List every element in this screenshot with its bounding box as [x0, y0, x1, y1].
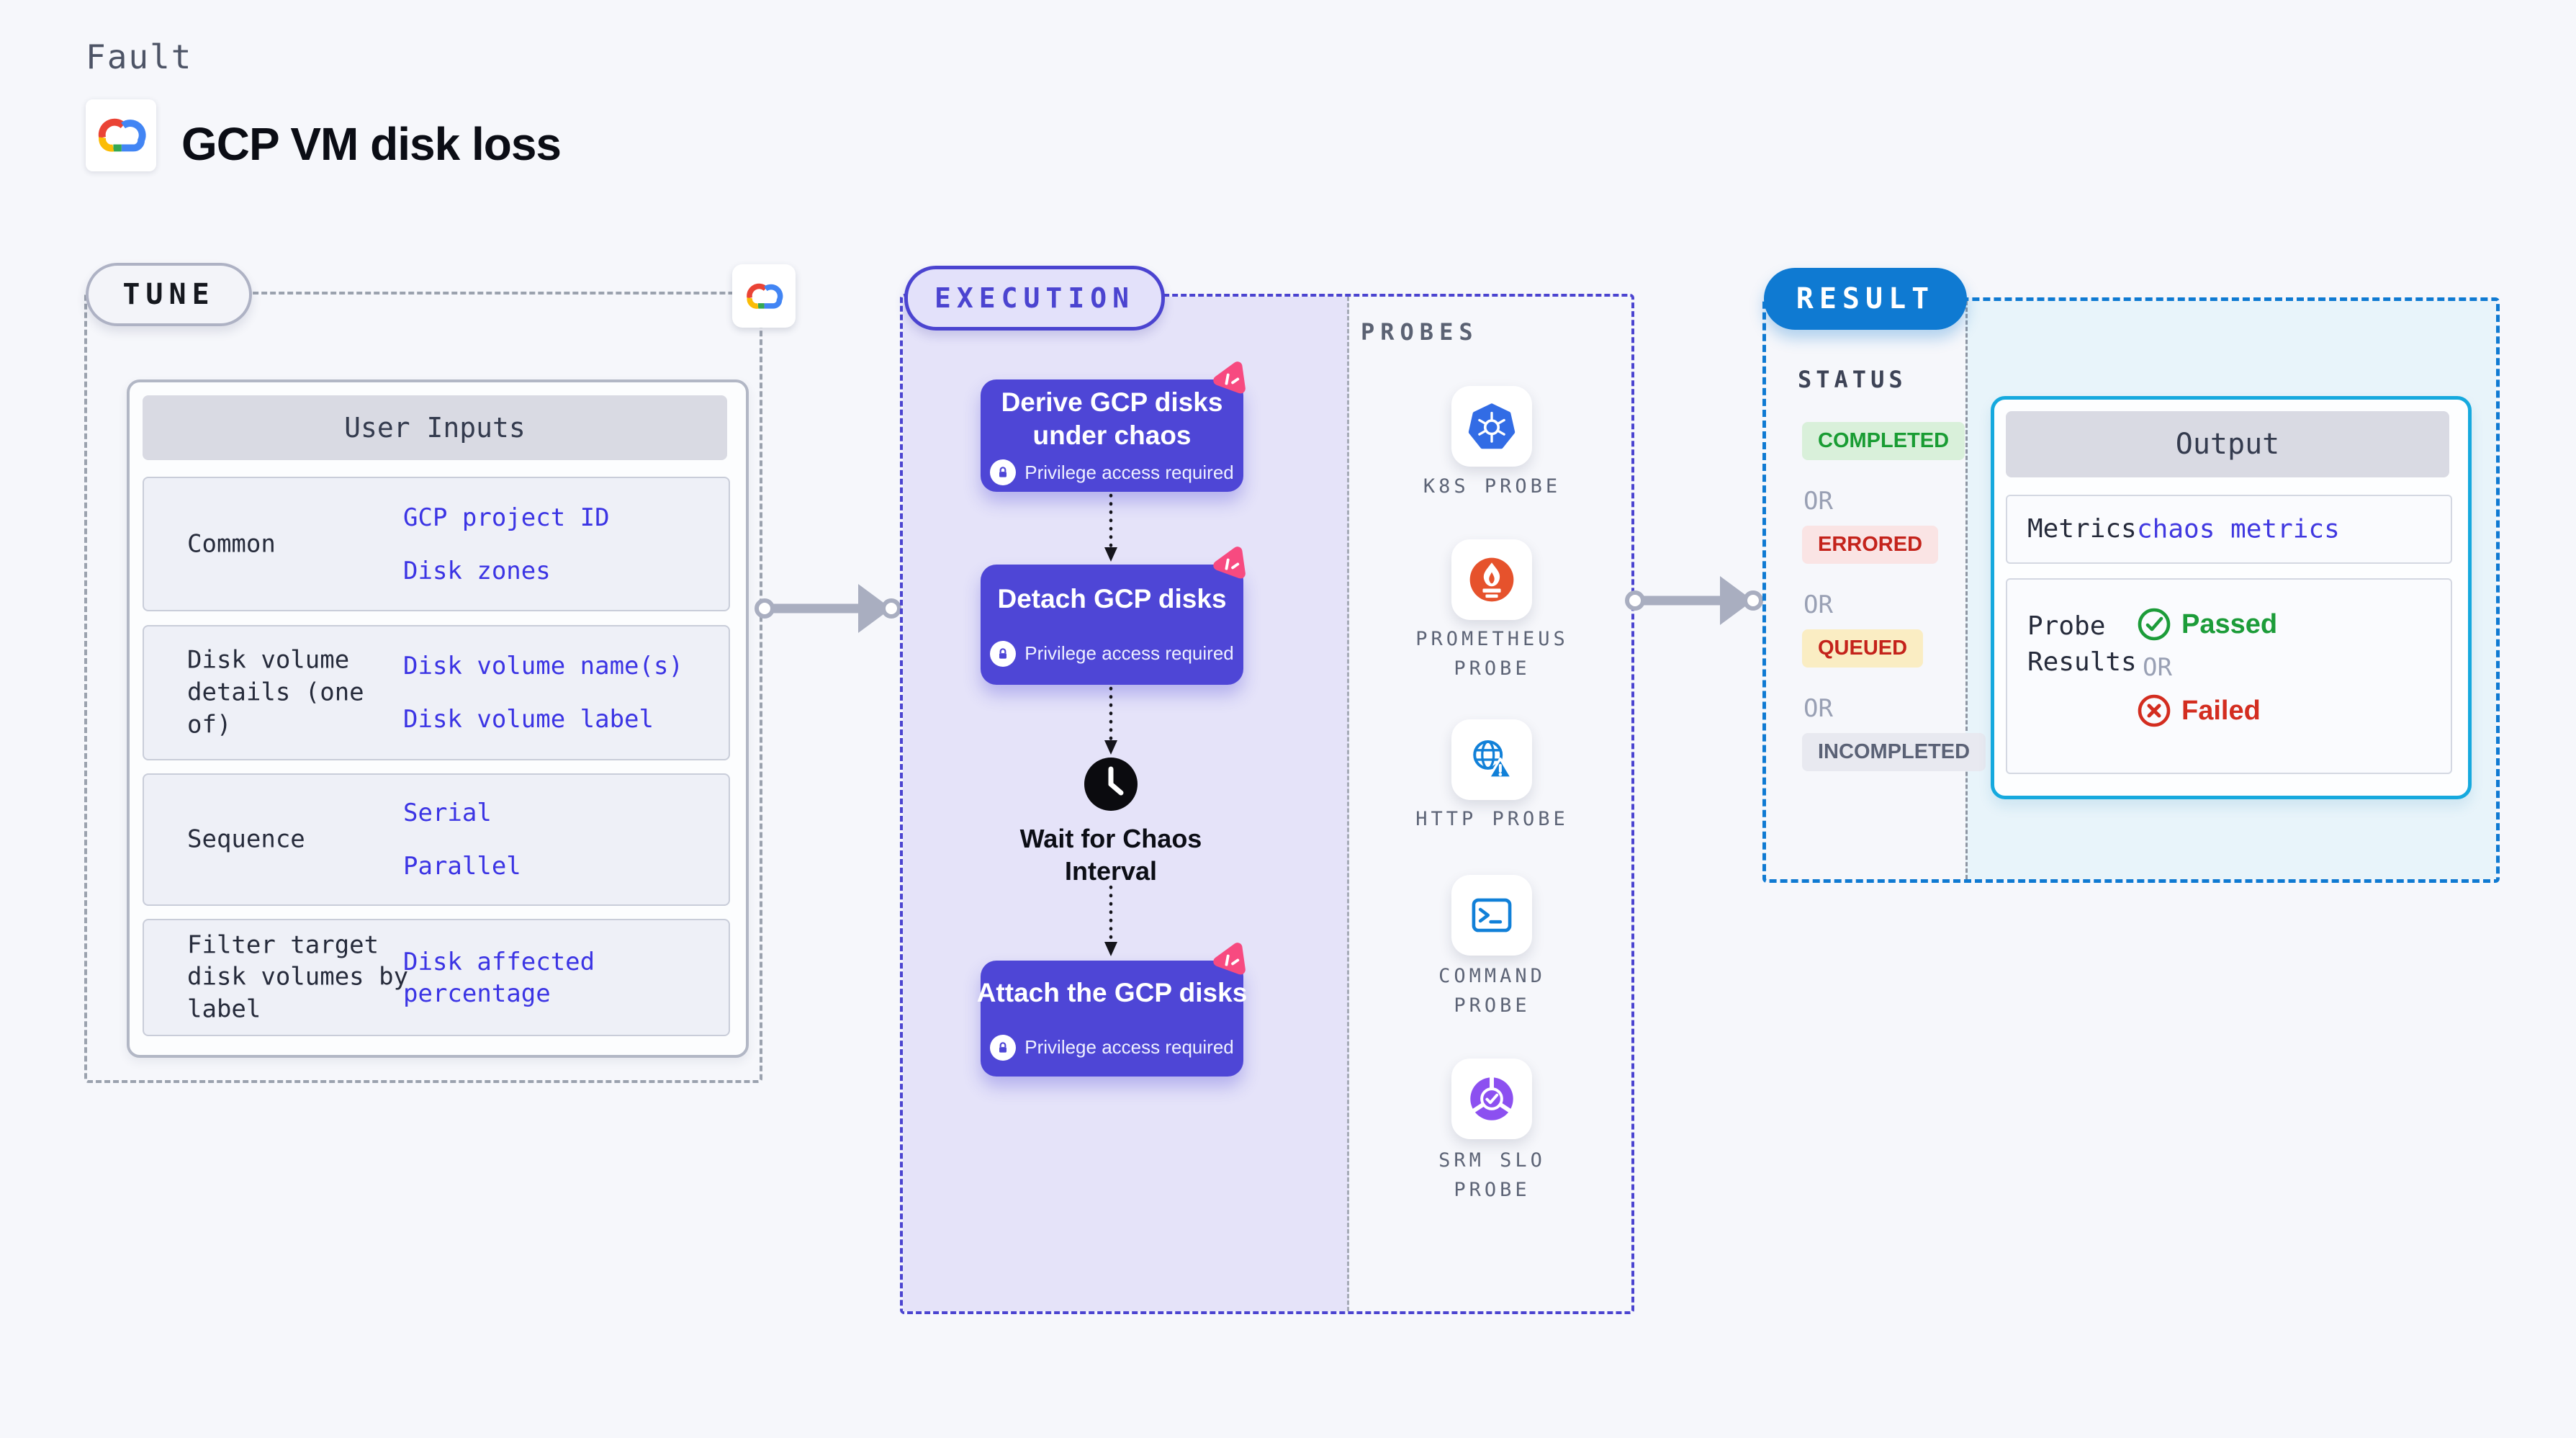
wait-for-chaos-interval-label: Wait for Chaos Interval [1019, 824, 1202, 886]
http-probe-card [1451, 719, 1532, 800]
srm-slo-probe-card [1451, 1059, 1532, 1139]
lock-icon [990, 640, 1017, 667]
connector-arrow-execution-to-result [1625, 567, 1763, 637]
terminal-icon [1472, 898, 1512, 933]
result-badge: RESULT [1764, 268, 1967, 330]
input-link-parallel[interactable]: Parallel [403, 852, 521, 881]
row-label: Sequence [187, 824, 305, 854]
tune-section: TUNE User Inputs Common GCP project ID D… [84, 263, 796, 1083]
probe-result-passed: Passed [2137, 607, 2277, 642]
table-row-sequence: Sequence Serial Parallel [143, 773, 730, 906]
row-label: Filter target disk volumes by label [187, 930, 409, 1024]
kubernetes-icon [1468, 403, 1516, 449]
x-circle-icon [2138, 694, 2171, 727]
metrics-label: Metrics [2027, 513, 2137, 544]
status-column-label: STATUS [1798, 366, 1907, 393]
http-globe-warning-icon [1473, 740, 1513, 779]
input-link-serial[interactable]: Serial [403, 798, 492, 827]
or-separator: OR [2143, 653, 2172, 682]
or-separator: OR [1803, 487, 1833, 516]
step-title: Detach GCP disks [997, 584, 1227, 614]
row-label: Disk volume details (one of) [187, 645, 364, 740]
clock-icon [1084, 758, 1138, 814]
chaos-metrics-link[interactable]: chaos metrics [2137, 514, 2340, 544]
chaos-hub-icon [1207, 544, 1252, 593]
probe-label-http: HTTP PROBE [1415, 808, 1569, 830]
gcp-cloud-icon [747, 283, 783, 309]
input-link-disk-volume-label[interactable]: Disk volume label [403, 705, 654, 734]
step-attach-gcp-disks: Attach the GCP disks Privilege access re… [977, 943, 1247, 1077]
failed-label: Failed [2181, 695, 2261, 726]
gcp-logo-card [86, 99, 156, 171]
input-link-disk-zones[interactable]: Disk zones [403, 556, 551, 585]
probe-result-failed: Failed [2137, 693, 2277, 728]
prometheus-icon [1469, 557, 1514, 602]
metrics-row: Metrics chaos metrics [2006, 495, 2452, 564]
probes-column-label: PROBES [1361, 318, 1479, 346]
or-separator: OR [1803, 590, 1833, 619]
gcp-cloud-icon [98, 118, 146, 152]
input-link-gcp-project-id[interactable]: GCP project ID [403, 503, 610, 532]
status-badge-incompleted: INCOMPLETED [1802, 733, 1986, 771]
output-header: Output [2006, 411, 2449, 477]
probe-label-prometheus: PROMETHEUS PROBE [1415, 628, 1569, 680]
passed-label: Passed [2181, 608, 2278, 639]
prometheus-probe-card [1451, 539, 1532, 620]
output-panel: Output Metrics chaos metrics Probe Resul… [1991, 396, 2472, 799]
srm-slo-icon [1470, 1076, 1513, 1120]
probe-results-label: Probe Results [2027, 611, 2137, 678]
step-derive-gcp-disks: Derive GCP disks under chaos Privilege a… [981, 361, 1246, 492]
flow-arrow-down [1102, 686, 1120, 761]
result-section: RESULT STATUS COMPLETED OR ERRORED OR QU… [1762, 268, 2500, 883]
tune-badge: TUNE [86, 263, 252, 326]
table-row-disk-volume-details: Disk volume details (one of) Disk volume… [143, 625, 730, 760]
flow-arrow-down [1102, 493, 1120, 568]
check-circle-icon [2138, 608, 2171, 641]
k8s-probe-card [1451, 386, 1532, 467]
user-inputs-table: User Inputs Common GCP project ID Disk z… [127, 379, 749, 1058]
table-row-common: Common GCP project ID Disk zones [143, 477, 730, 611]
execution-section: EXECUTION Derive GCP disks under chaos P… [900, 266, 1634, 1314]
status-badge-errored: ERRORED [1802, 526, 1939, 564]
table-row-filter-by-label: Filter target disk volumes by label Disk… [143, 919, 730, 1036]
step-detach-gcp-disks: Detach GCP disks Privilege access requir… [981, 547, 1246, 685]
chaos-hub-icon [1207, 940, 1252, 989]
user-inputs-header: User Inputs [143, 395, 727, 460]
input-link-disk-affected-percentage[interactable]: Disk affected percentage [403, 947, 595, 1008]
or-separator: OR [1803, 694, 1833, 723]
probe-label-k8s: K8S PROBE [1423, 475, 1562, 498]
chaos-hub-icon [1207, 359, 1252, 408]
lock-icon [990, 1034, 1017, 1061]
privilege-note: Privilege access required [1024, 461, 1234, 483]
probe-label-srm-slo: SRM SLO PROBE [1438, 1149, 1546, 1201]
privilege-note: Privilege access required [1024, 1036, 1234, 1059]
row-label: Common [187, 529, 276, 559]
step-title: Attach the GCP disks [976, 978, 1248, 1008]
flow-arrow-down [1102, 884, 1120, 963]
page-title: GCP VM disk loss [181, 118, 562, 170]
execution-badge: EXECUTION [904, 266, 1165, 331]
probe-results-row: Probe Results Passed OR Faile [2006, 578, 2452, 774]
fault-kicker: Fault [86, 37, 193, 76]
probe-label-command: COMMAND PROBE [1438, 965, 1546, 1017]
connector-arrow-tune-to-execution [753, 575, 901, 645]
gcp-mini-logo [732, 264, 796, 328]
lock-icon [990, 459, 1017, 486]
status-badge-queued: QUEUED [1802, 629, 1924, 668]
command-probe-card [1451, 875, 1532, 956]
privilege-note: Privilege access required [1024, 642, 1234, 665]
step-title: Derive GCP disks under chaos [1001, 387, 1223, 450]
input-link-disk-volume-names[interactable]: Disk volume name(s) [403, 651, 683, 680]
status-badge-completed: COMPLETED [1802, 422, 1965, 460]
